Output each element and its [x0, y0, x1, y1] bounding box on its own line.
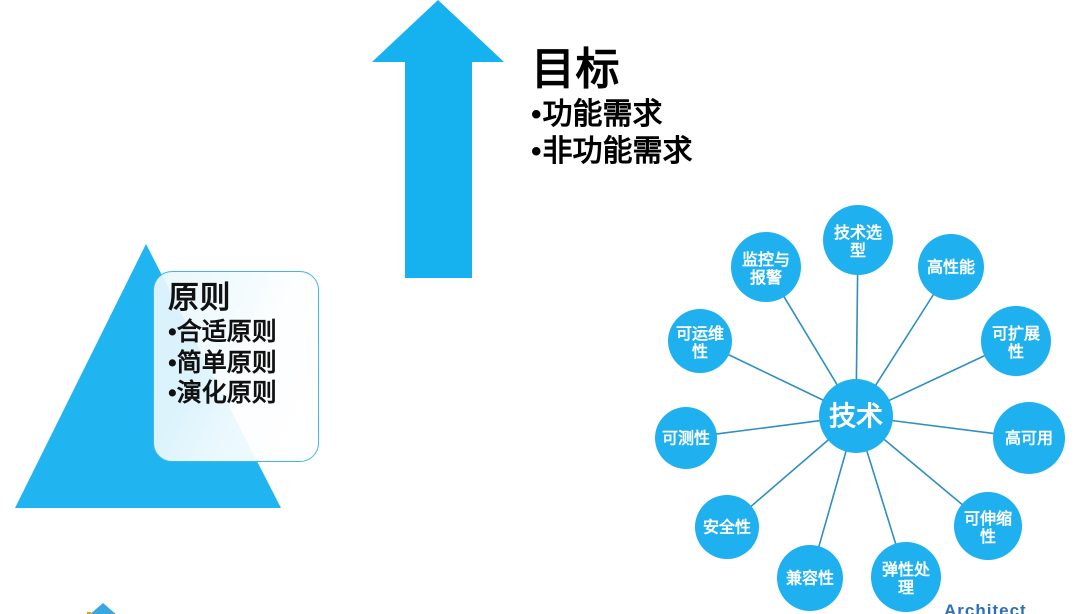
mindmap-node-circle — [695, 495, 759, 559]
mindmap-edge — [727, 353, 824, 402]
mindmap-node[interactable]: 兼容性 — [777, 545, 843, 611]
principles-bullet-list: •合适原则 •简单原则 •演化原则 — [168, 317, 318, 409]
mindmap-node[interactable]: 高性能 — [918, 234, 984, 300]
mindmap-node-label: 可伸缩 — [964, 509, 1012, 528]
mindmap-edge — [855, 273, 859, 381]
mindmap-node-circle — [823, 205, 893, 275]
mindmap-edge — [891, 419, 995, 435]
mindmap-edges — [715, 273, 995, 548]
logo-mark-icon — [85, 602, 121, 614]
mindmap-node-label: 理 — [898, 579, 914, 597]
mindmap-node-circle — [954, 492, 1022, 560]
principles-bullet-label: 合适原则 — [176, 318, 277, 347]
goal-bullet-label: 功能需求 — [542, 98, 663, 132]
principles-bullet-item: •合适原则 — [168, 317, 318, 348]
mindmap-node-label: 兼容性 — [786, 569, 834, 588]
mindmap-edge — [888, 354, 986, 402]
mindmap-node-label: 报警 — [750, 268, 782, 287]
principles-title: 原则 — [168, 280, 231, 315]
mindmap-node-label: 高可用 — [1005, 429, 1053, 448]
goal-bullet-item: •功能需求 — [531, 97, 861, 134]
mindmap-node-label: 可扩展 — [992, 324, 1041, 343]
mindmap-edge — [817, 450, 847, 548]
goal-bullet-label: 非功能需求 — [542, 134, 693, 168]
bullet-glyph: • — [531, 134, 542, 168]
mindmap-node-circle — [993, 402, 1065, 474]
footer-caption: Architect — [944, 601, 1027, 614]
bullet-glyph: • — [168, 348, 177, 377]
mindmap-node-label: 可测性 — [662, 429, 710, 448]
mindmap-node-circle — [668, 309, 732, 373]
mindmap-edge — [883, 438, 964, 506]
mindmap-node-label: 高性能 — [927, 258, 975, 277]
mindmap-node-circle — [819, 379, 893, 453]
mindmap-edge — [782, 295, 839, 386]
mindmap-node-circle — [981, 306, 1051, 376]
principles-bullet-item: •演化原则 — [168, 378, 318, 409]
up-arrow-icon — [371, 0, 505, 280]
mindmap-node-label: 性 — [692, 342, 708, 361]
mindmap-node-label: 性 — [980, 527, 996, 546]
goal-bullet-item: •非功能需求 — [531, 134, 861, 171]
mindmap-node-circle — [731, 232, 801, 302]
goal-title: 目标 — [531, 45, 620, 94]
mindmap-edge — [715, 419, 821, 435]
mindmap-node-label: 监控与 — [742, 250, 790, 269]
goal-bullet-list: •功能需求 •非功能需求 — [531, 97, 861, 170]
mindmap-nodes: 技术选型监控与报警高性能可运维性可扩展性可测性高可用安全性可伸缩性兼容性弹性处理… — [655, 205, 1065, 612]
principles-bullet-item: •简单原则 — [168, 348, 318, 379]
mindmap-node-circle — [871, 542, 941, 612]
mindmap-node-label: 技术选 — [834, 223, 882, 242]
principles-bullet-label: 简单原则 — [176, 348, 277, 377]
principles-card: 原则 •合适原则 •简单原则 •演化原则 — [153, 271, 319, 462]
mindmap-edge — [865, 450, 897, 545]
mindmap-center-node[interactable]: 技术 — [819, 379, 893, 453]
mindmap-node-circle — [777, 545, 843, 611]
mindmap-node[interactable]: 高可用 — [993, 402, 1065, 474]
bullet-glyph: • — [531, 98, 542, 132]
mindmap-edge — [874, 293, 935, 387]
mindmap-node-label: 型 — [850, 242, 866, 260]
mindmap-node-circle — [655, 407, 717, 469]
bullet-glyph: • — [168, 318, 177, 347]
mindmap-node-label: 性 — [1008, 342, 1024, 361]
goal-text-block: 目标 •功能需求 •非功能需求 — [531, 45, 861, 170]
mindmap-node[interactable]: 安全性 — [695, 495, 759, 559]
mindmap-node-circle — [918, 234, 984, 300]
mindmap-edge — [749, 438, 830, 508]
mindmap-node-label: 安全性 — [703, 518, 751, 537]
principles-bullet-label: 演化原则 — [176, 379, 277, 408]
mindmap-node-label: 技术 — [829, 402, 883, 432]
mindmap-node[interactable]: 可测性 — [655, 407, 717, 469]
bullet-glyph: • — [168, 379, 177, 408]
mindmap-node-label: 弹性处 — [882, 560, 931, 579]
mindmap-node-label: 可运维 — [676, 324, 724, 343]
